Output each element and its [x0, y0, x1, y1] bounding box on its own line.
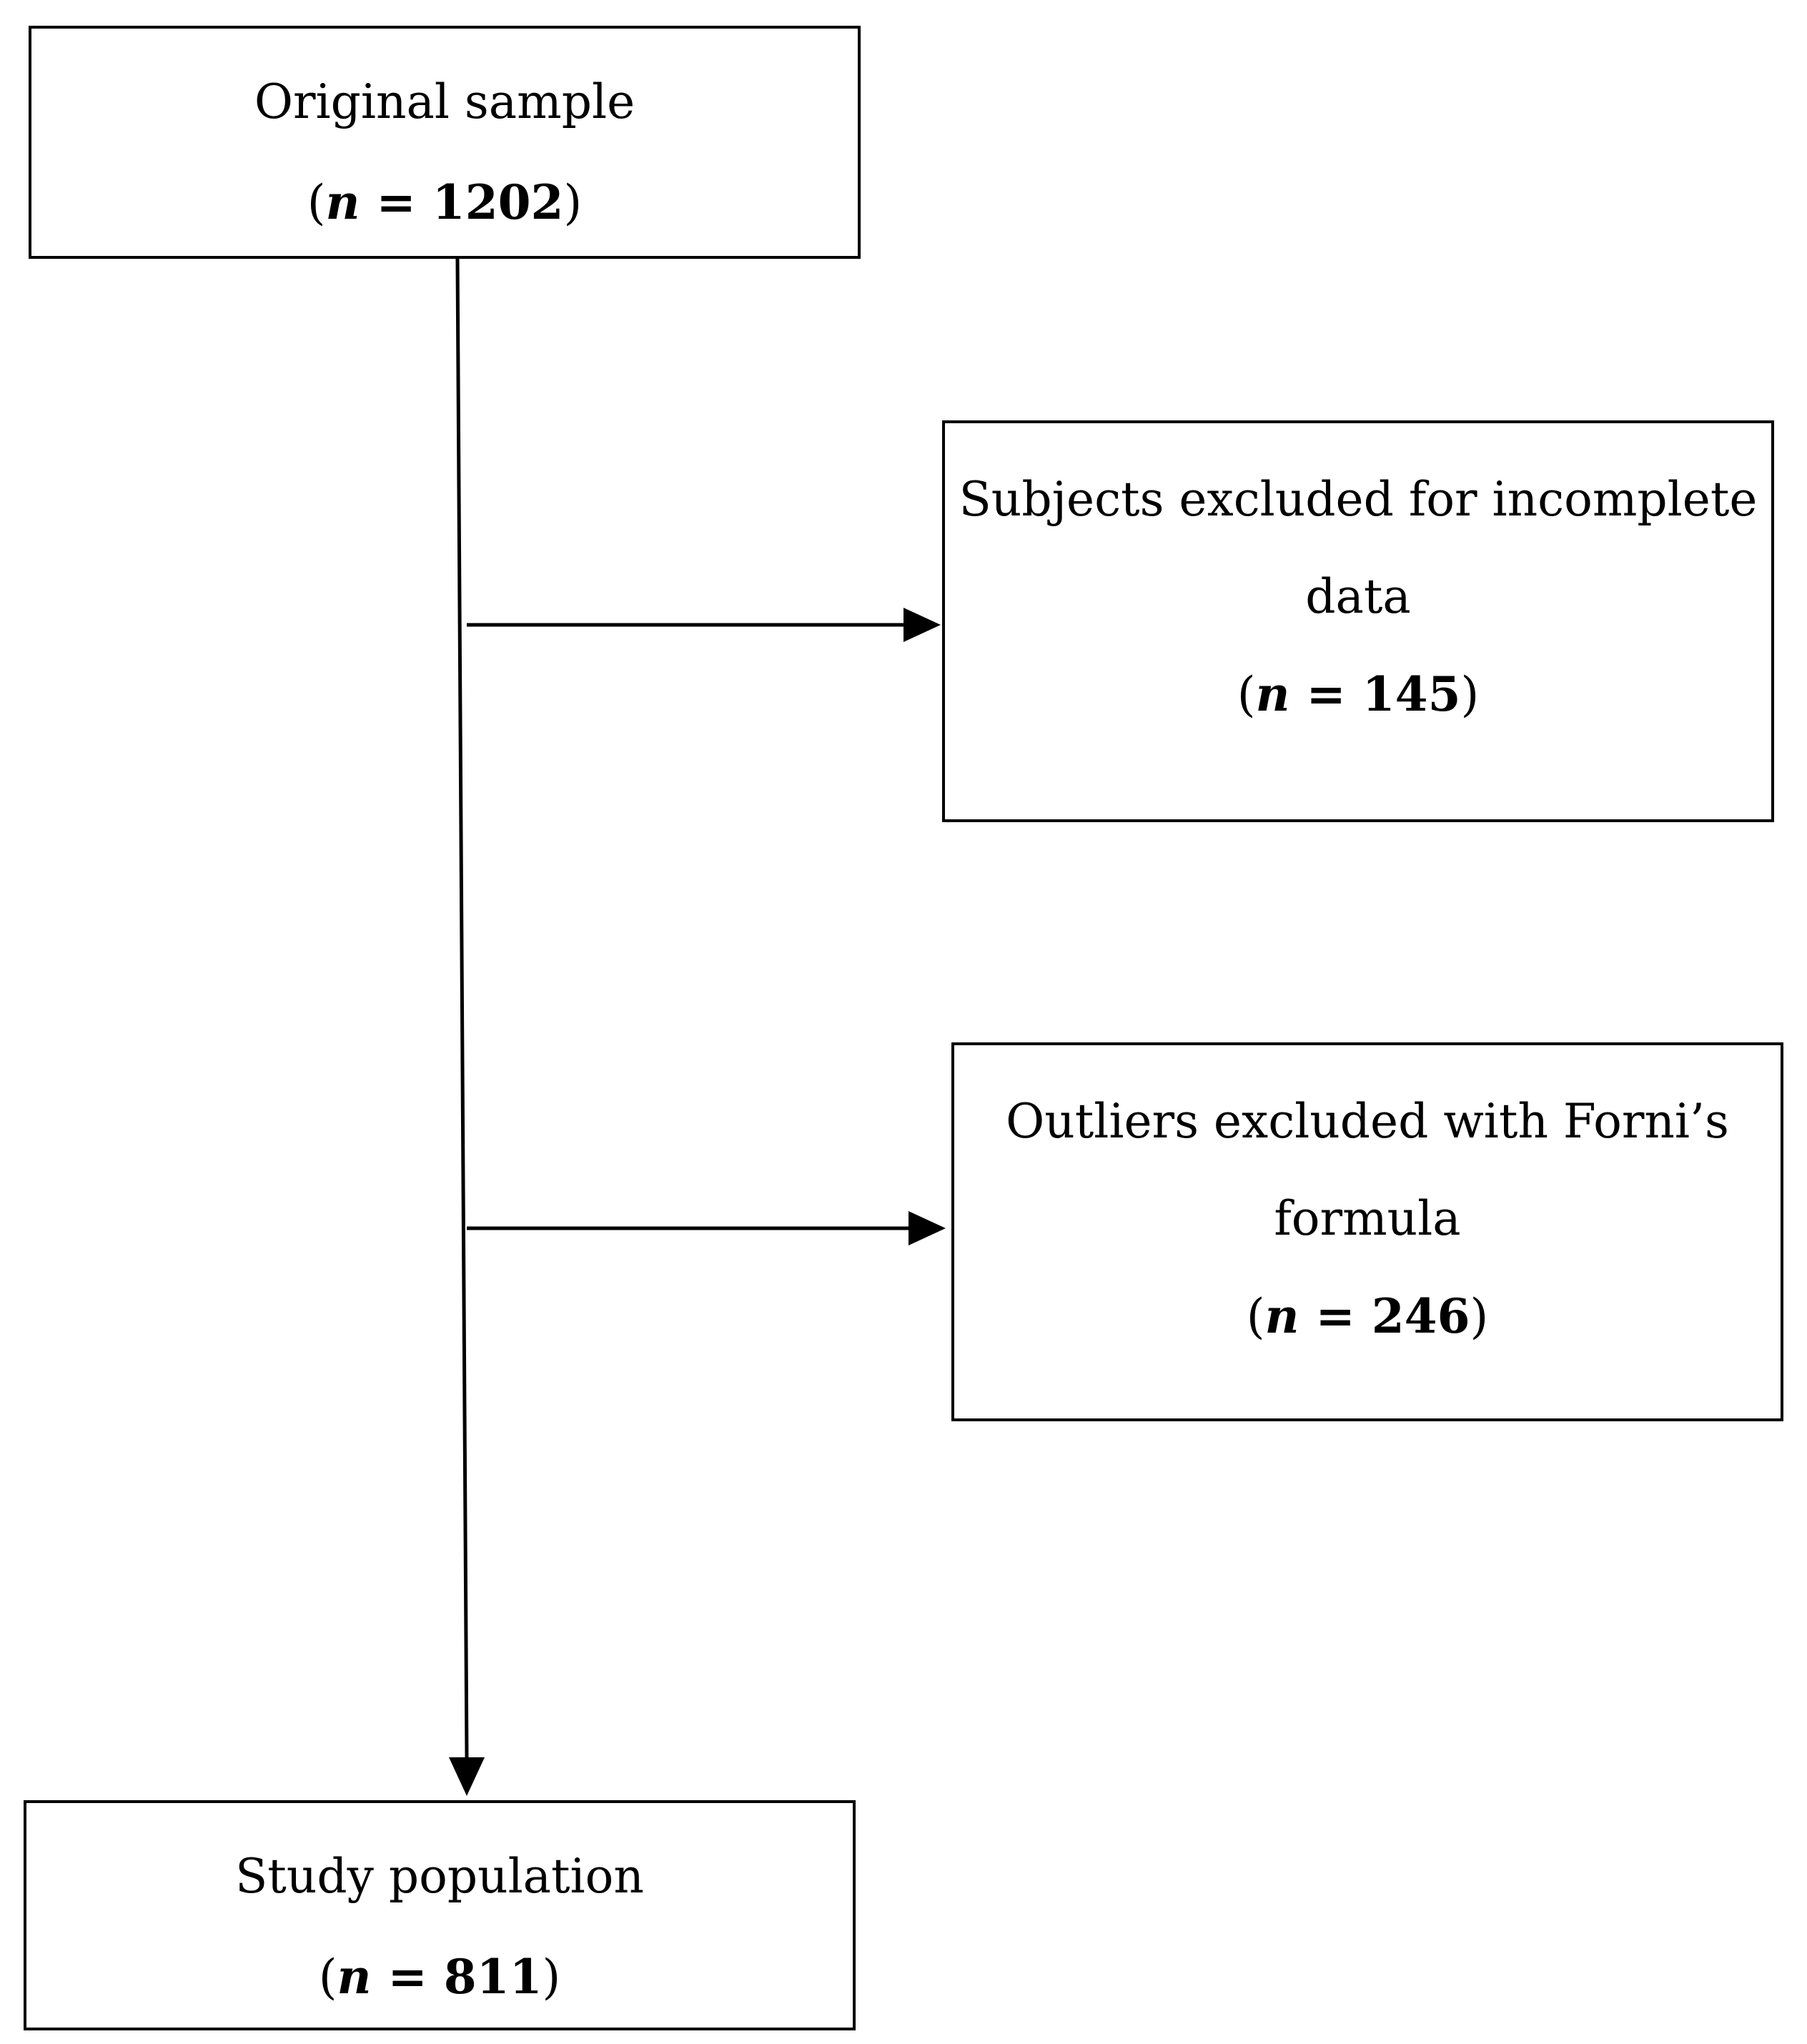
study-population-box: Study population (n = 811)	[24, 1800, 856, 2030]
n-symbol: n	[325, 174, 360, 230]
study-population-count: (n = 811)	[318, 1949, 561, 2005]
excluded-incomplete-title-line1: Subjects excluded for incomplete	[959, 472, 1758, 527]
n-symbol: n	[1255, 666, 1290, 722]
n-symbol: n	[337, 1949, 372, 2005]
study-population-n-value: 811	[443, 1949, 543, 2005]
outliers-excluded-title-line1: Outliers excluded with Forni’s	[1006, 1094, 1729, 1149]
main-flow-arrowhead	[449, 1757, 485, 1796]
outliers-excluded-count: (n = 246)	[1246, 1288, 1489, 1344]
outliers-excluded-title-line2: formula	[1274, 1191, 1461, 1246]
original-sample-box: Original sample (n = 1202)	[29, 26, 861, 259]
excluded-incomplete-title-line2: data	[1305, 569, 1411, 624]
excluded-incomplete-box: Subjects excluded for incomplete data (n…	[942, 420, 1774, 822]
original-sample-title: Original sample	[254, 74, 635, 129]
main-flow-line	[455, 258, 469, 1758]
original-sample-n-value: 1202	[432, 174, 564, 230]
outliers-excluded-box: Outliers excluded with Forni’s formula (…	[951, 1042, 1783, 1421]
exclusion-arrow-1-head	[904, 608, 941, 642]
n-symbol: n	[1264, 1288, 1299, 1344]
outliers-excluded-n-value: 246	[1371, 1288, 1470, 1344]
original-sample-count: (n = 1202)	[307, 174, 583, 230]
study-population-title: Study population	[235, 1849, 644, 1904]
excluded-incomplete-n-value: 145	[1362, 666, 1461, 722]
excluded-incomplete-count: (n = 145)	[1237, 666, 1480, 722]
exclusion-arrow-2-head	[909, 1211, 946, 1245]
